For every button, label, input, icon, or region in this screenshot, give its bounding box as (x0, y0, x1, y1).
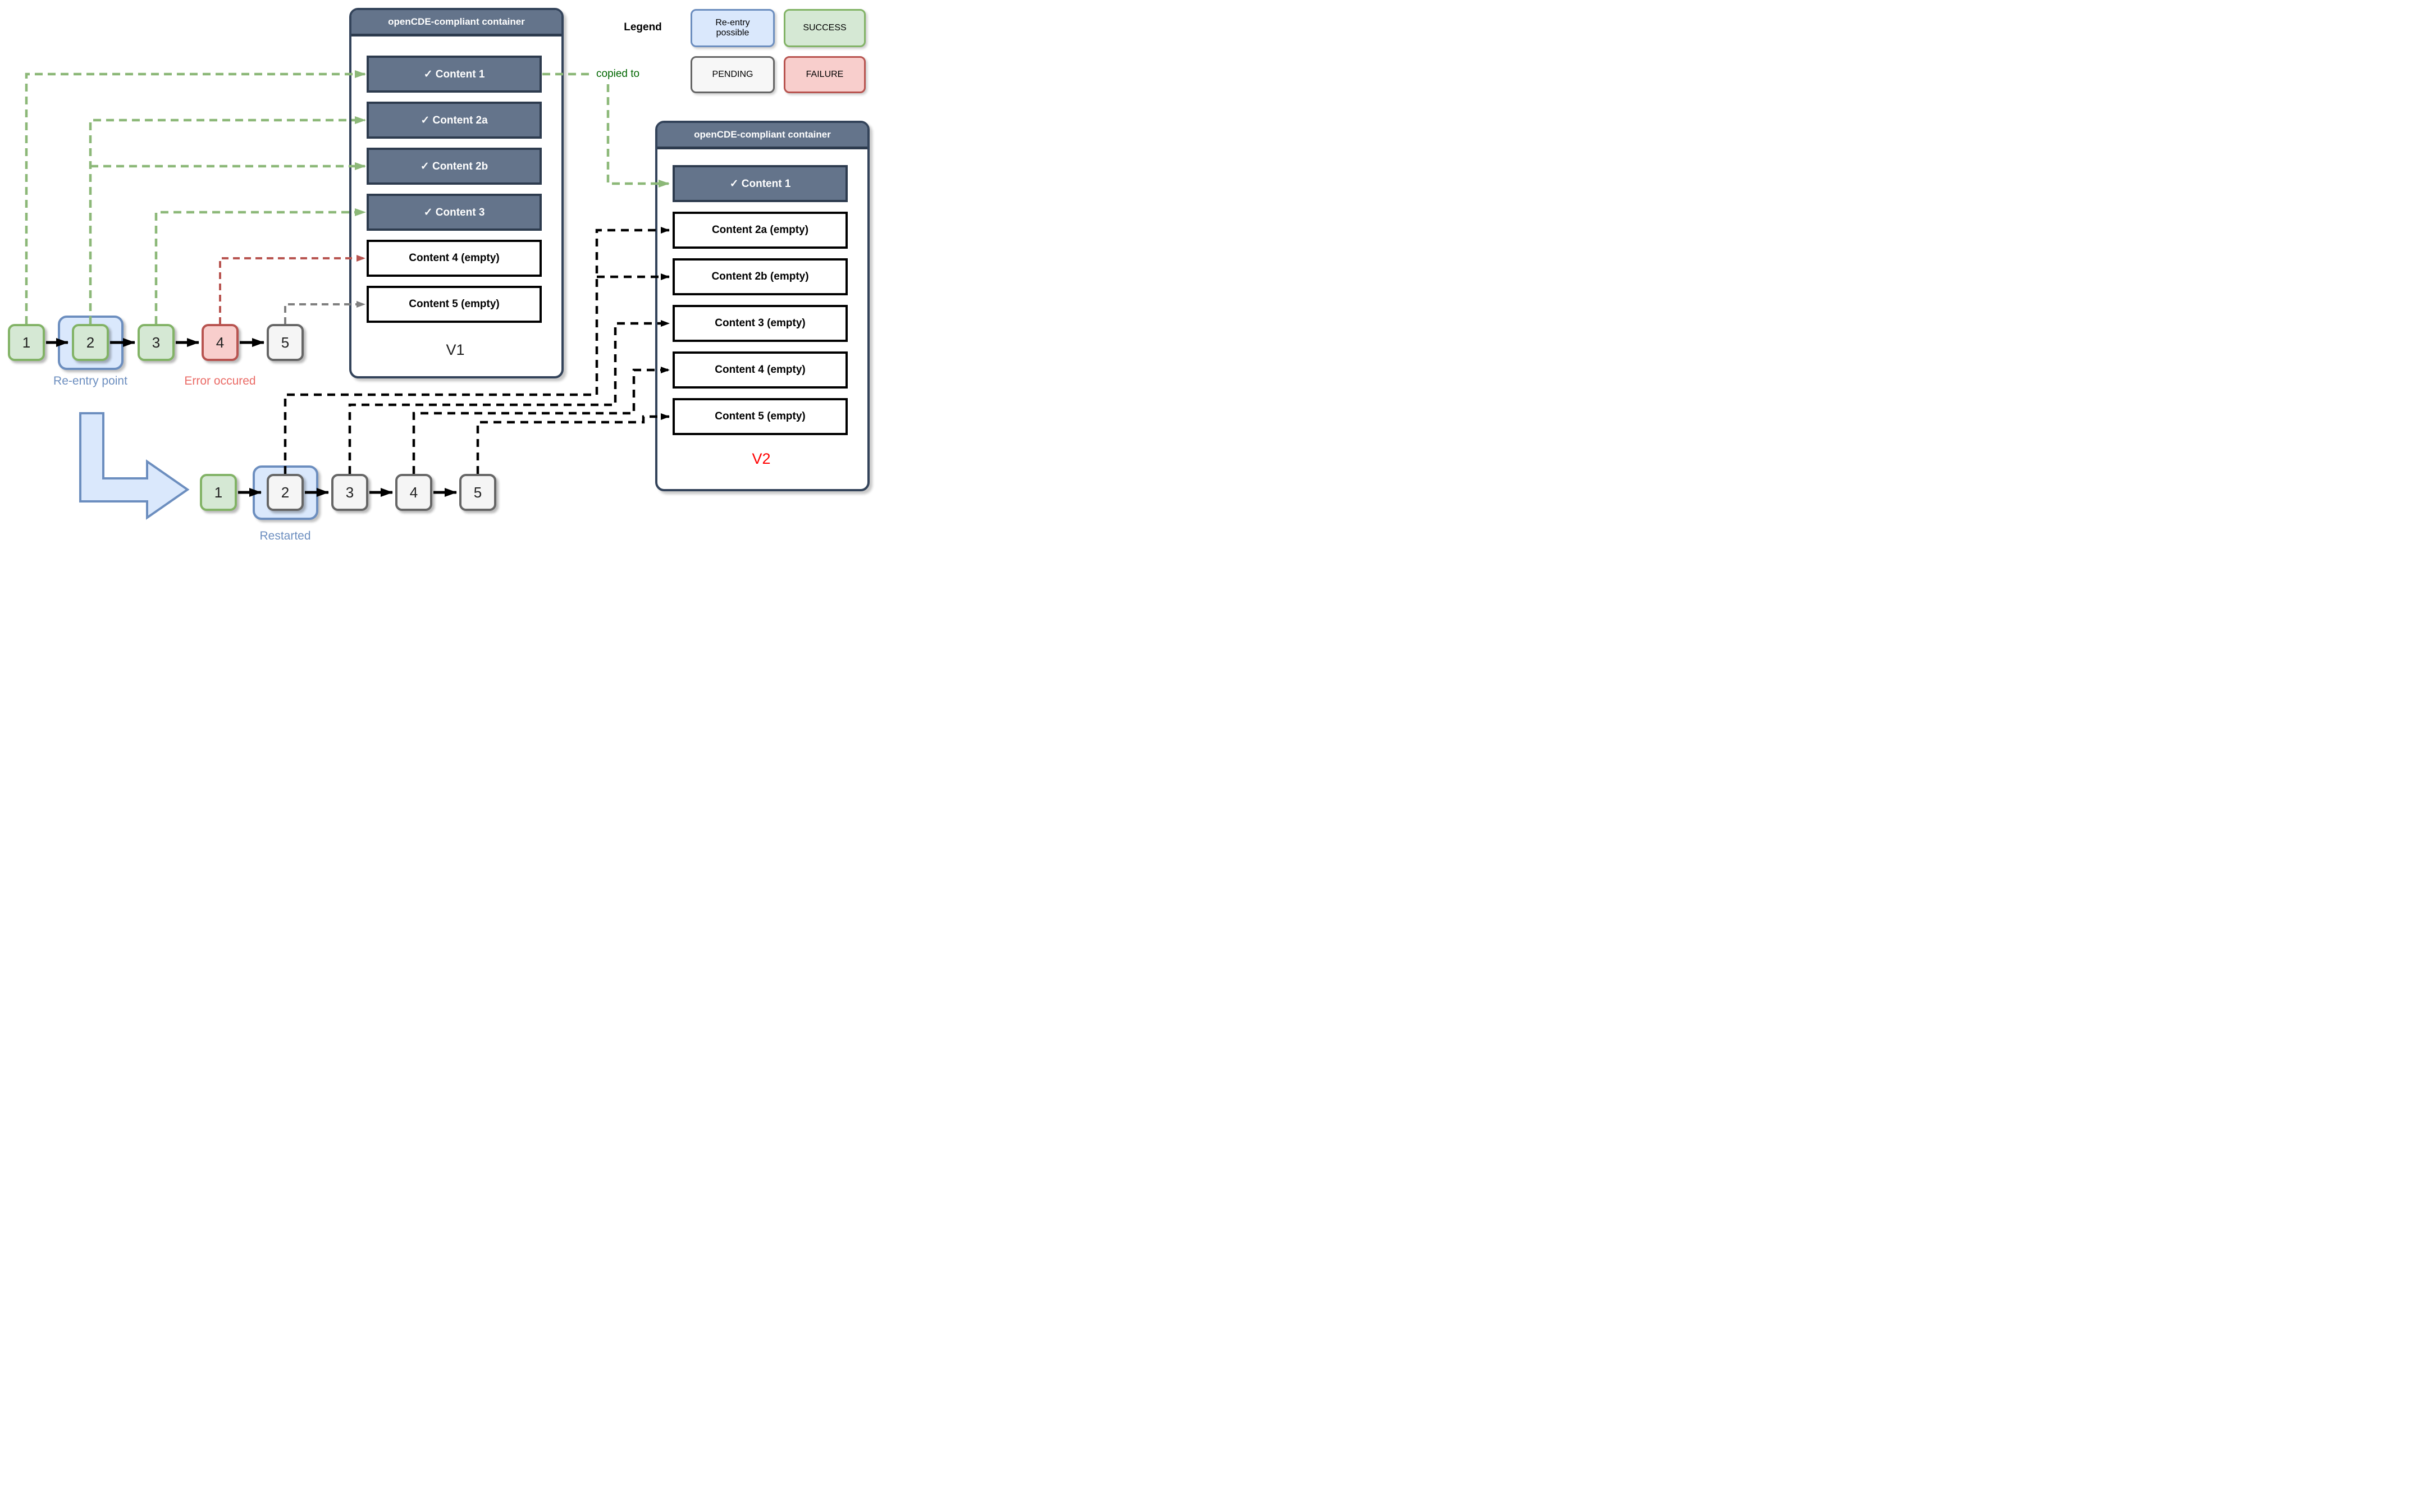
v2-step-1: 1 (200, 474, 237, 511)
legend-item-re-entry-label: Re-entry possible (715, 18, 750, 38)
container-v1-title: openCDE-compliant container (388, 16, 525, 27)
legend-item-re-entry: Re-entry possible (691, 9, 775, 47)
v2-version-label: V2 (752, 450, 771, 467)
edge-v2step5-content5 (476, 413, 670, 474)
v1-content-2a: ✓ Content 2a (367, 102, 542, 139)
v2-content-2a: Content 2a (empty) (673, 212, 848, 249)
v2-step-2: 2 (267, 474, 304, 511)
big-restart-arrow (79, 412, 190, 520)
v1-step-5: 5 (267, 324, 304, 361)
edge-v1step3-content3 (154, 208, 366, 324)
v2-content-5: Content 5 (empty) (673, 398, 848, 435)
v2-content-4: Content 4 (empty) (673, 351, 848, 389)
legend-item-failure-label: FAILURE (806, 70, 844, 79)
legend-title: Legend (624, 21, 662, 33)
legend-item-success: SUCCESS (784, 9, 866, 47)
v1-step-1: 1 (8, 324, 45, 361)
restarted-label: Restarted (259, 529, 311, 542)
edge-v1step1-content1 (25, 70, 366, 324)
copied-to-label: copied to (596, 68, 640, 80)
error-occured-label: Error occured (184, 374, 256, 387)
v1-step-4: 4 (202, 324, 239, 361)
container-v2-title: openCDE-compliant container (694, 129, 831, 140)
v2-content-3: Content 3 (empty) (673, 305, 848, 342)
container-v2-header: openCDE-compliant container (657, 123, 867, 149)
v1-content-5: Content 5 (empty) (367, 286, 542, 323)
legend-item-pending-label: PENDING (712, 70, 753, 79)
v2-step-5: 5 (459, 474, 496, 511)
v2-content-1: ✓ Content 1 (673, 165, 848, 202)
v2-step-3: 3 (331, 474, 368, 511)
v1-step-2: 2 (72, 324, 109, 361)
legend-item-failure: FAILURE (784, 56, 866, 93)
v1-step-3: 3 (138, 324, 175, 361)
v1-content-2b: ✓ Content 2b (367, 148, 542, 185)
diagram-canvas: openCDE-compliant container ✓ Content 1 … (0, 0, 876, 546)
reentry-point-label: Re-entry point (53, 374, 127, 387)
v1-content-4: Content 4 (empty) (367, 240, 542, 277)
edge-v1step4-content4 (219, 255, 365, 324)
v1-content-3: ✓ Content 3 (367, 194, 542, 231)
legend-item-success-label: SUCCESS (803, 23, 847, 33)
legend-item-pending: PENDING (691, 56, 775, 93)
v2-step-4: 4 (395, 474, 432, 511)
v1-version-label: V1 (446, 341, 465, 358)
container-v1-header: openCDE-compliant container (351, 10, 561, 36)
v1-content-1: ✓ Content 1 (367, 56, 542, 93)
v2-content-2b: Content 2b (empty) (673, 258, 848, 295)
edge-v2step4-content4 (412, 367, 670, 474)
edge-v1step2-content2a (89, 116, 366, 324)
